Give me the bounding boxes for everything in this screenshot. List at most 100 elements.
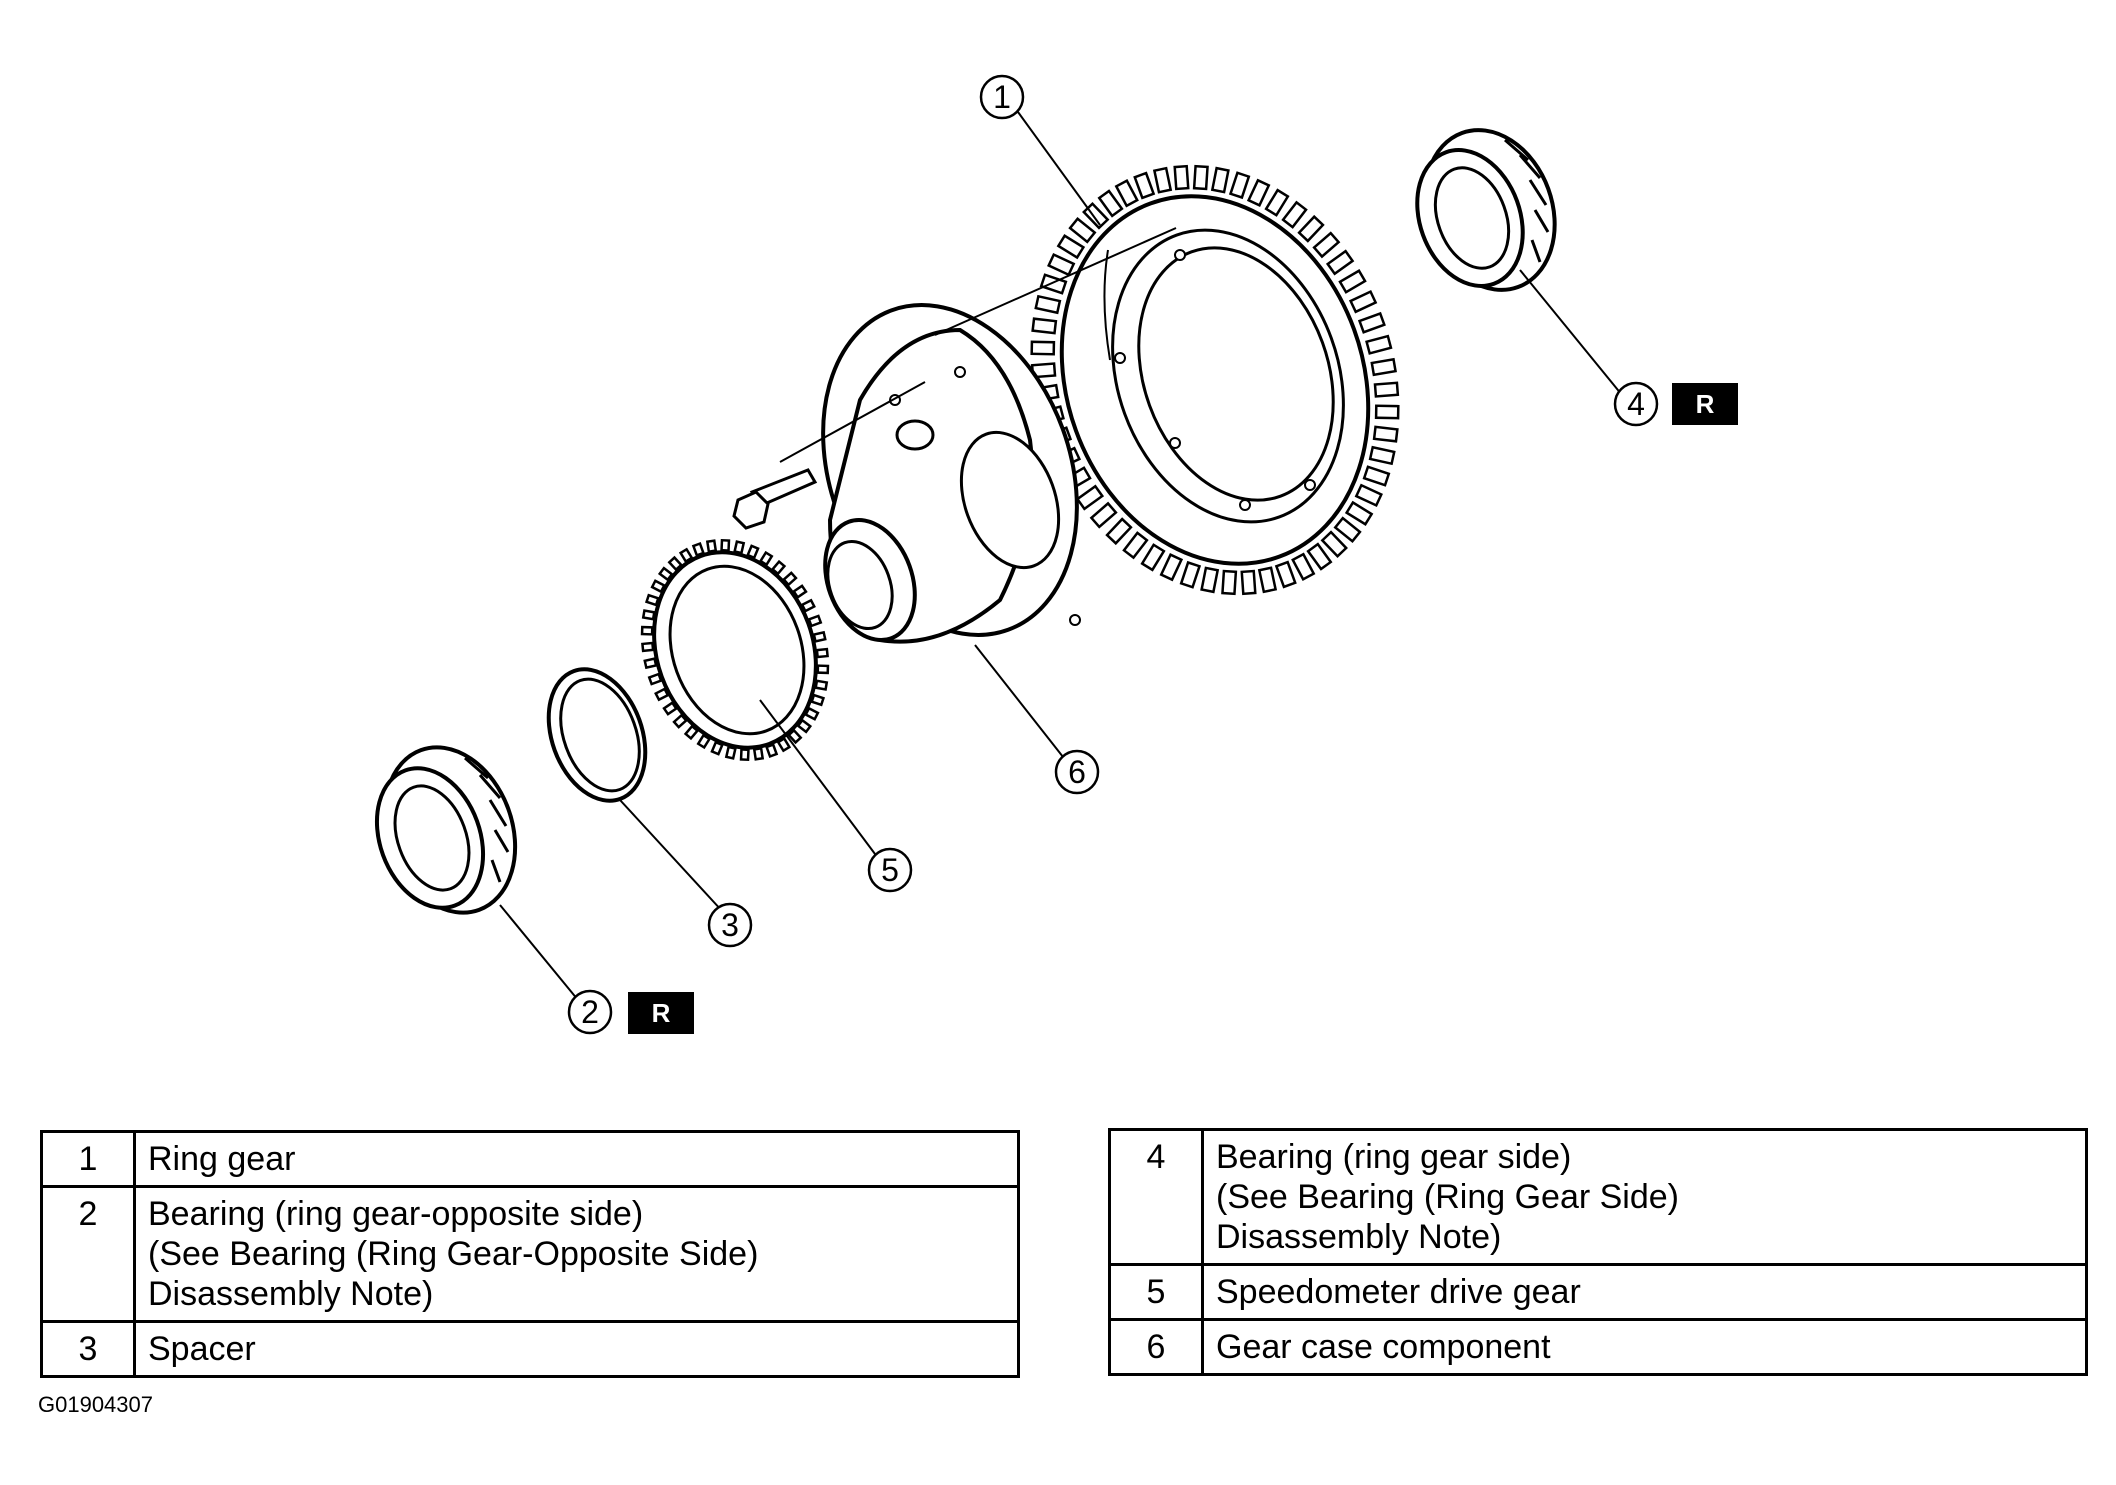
case-bolt-part	[732, 468, 818, 530]
gear-tooth	[1246, 178, 1271, 207]
gear-tooth	[1034, 294, 1062, 315]
gear-tooth	[644, 593, 660, 607]
gear-tooth	[1140, 543, 1166, 572]
legend-item-description: Ring gear	[133, 1130, 1020, 1188]
legend-description-line: Bearing (ring gear side)	[1216, 1138, 1572, 1176]
gear-tooth	[1039, 273, 1068, 295]
legend-description-line: (See Bearing (Ring Gear Side)	[1216, 1178, 1680, 1216]
gear-tooth	[1075, 484, 1105, 511]
legend-item-description: Spacer	[133, 1320, 1020, 1378]
svg-text:6: 6	[1068, 754, 1086, 790]
gear-tooth	[1281, 200, 1308, 229]
gear-tooth	[733, 540, 746, 555]
svg-text:3: 3	[721, 907, 739, 943]
gear-tooth	[1105, 517, 1133, 546]
gear-tooth	[814, 679, 829, 691]
replace-badge-bearing-4: R	[1672, 383, 1738, 425]
legend-description-line: (See Bearing (Ring Gear-Opposite Side)	[148, 1235, 759, 1273]
legend-item-number: 3	[40, 1320, 136, 1378]
gear-tooth	[1089, 501, 1118, 529]
gear-tooth	[1114, 179, 1139, 208]
gear-tooth	[815, 647, 829, 659]
legend-description-line: Ring gear	[148, 1140, 296, 1178]
ring-gear-part	[1030, 164, 1400, 596]
gear-tooth	[1047, 252, 1076, 277]
gear-tooth	[812, 630, 827, 643]
gear-tooth	[643, 657, 658, 670]
legend-description-line: Gear case component	[1216, 1328, 1551, 1366]
bearing-ring-gear-side-part	[1415, 128, 1557, 292]
gear-tooth	[662, 700, 678, 716]
gear-tooth	[1373, 381, 1400, 398]
bearing-ring-gear-opposite-side-part	[374, 745, 518, 915]
leader-lines	[499, 111, 1623, 1001]
gear-tooth	[1240, 569, 1257, 596]
gear-tooth	[1348, 289, 1378, 314]
svg-text:2: 2	[581, 994, 599, 1030]
gear-tooth	[1221, 569, 1238, 596]
legend-description-line: Spacer	[148, 1330, 256, 1368]
replace-badge-bearing-2: R	[628, 992, 694, 1034]
gear-tooth	[1274, 560, 1297, 589]
svg-text:5: 5	[881, 852, 899, 888]
gear-tooth	[752, 746, 765, 761]
gear-case-part	[821, 303, 1081, 644]
legend-row: 3 Spacer	[40, 1320, 1020, 1378]
gear-tooth	[1312, 231, 1341, 259]
legend-item-description: Bearing (ring gear-opposite side)(See Be…	[133, 1185, 1020, 1323]
gear-tooth	[1362, 465, 1391, 487]
gear-tooth	[1325, 249, 1355, 276]
svg-text:1: 1	[993, 79, 1011, 115]
gear-tooth	[1354, 483, 1383, 508]
gear-tooth	[1306, 542, 1333, 571]
gear-tooth	[1030, 340, 1056, 356]
svg-text:R: R	[652, 998, 671, 1028]
gear-tooth	[1159, 553, 1184, 582]
legend-description-line: Speedometer drive gear	[1216, 1273, 1581, 1311]
gear-tooth	[1333, 516, 1362, 544]
svg-text:4: 4	[1627, 386, 1645, 422]
legend-item-description: Bearing (ring gear side)(See Bearing (Ri…	[1201, 1128, 2088, 1266]
gear-tooth	[1210, 166, 1230, 194]
gear-tooth	[1200, 566, 1220, 594]
gear-tooth	[792, 584, 808, 600]
gear-tooth	[1031, 317, 1058, 335]
gear-tooth	[1122, 531, 1149, 560]
svg-text:R: R	[1696, 389, 1715, 419]
legend-description-line: Disassembly Note)	[1216, 1218, 1502, 1256]
gear-tooth	[641, 609, 656, 621]
gear-tooth	[1297, 214, 1325, 243]
gear-tooth	[1344, 500, 1374, 526]
callout-3: 3	[707, 902, 753, 948]
figure-code: G01904307	[38, 1392, 153, 1417]
gear-tooth	[1368, 445, 1396, 466]
speedometer-drive-gear-part	[640, 538, 830, 762]
gear-tooth	[1068, 216, 1097, 244]
gear-tooth	[816, 664, 830, 675]
gear-tooth	[640, 625, 654, 636]
gear-tooth	[1357, 311, 1386, 334]
callout-6: 6	[1054, 749, 1100, 795]
gear-tooth	[1056, 234, 1086, 260]
gear-tooth	[1152, 166, 1173, 194]
gear-tooth	[1228, 171, 1251, 200]
gear-tooth	[724, 745, 737, 760]
legend-item-description: Speedometer drive gear	[1201, 1263, 2088, 1321]
callout-2: 2	[567, 989, 613, 1035]
gear-tooth	[1338, 269, 1367, 294]
gear-tooth	[1370, 357, 1397, 377]
gear-tooth	[1320, 530, 1348, 559]
gear-tooth	[1173, 164, 1190, 191]
gear-tooth	[1097, 189, 1124, 218]
callout-4: 4	[1613, 381, 1659, 427]
gear-tooth	[1264, 188, 1290, 217]
gear-tooth	[1192, 164, 1209, 191]
gear-tooth	[810, 693, 826, 707]
